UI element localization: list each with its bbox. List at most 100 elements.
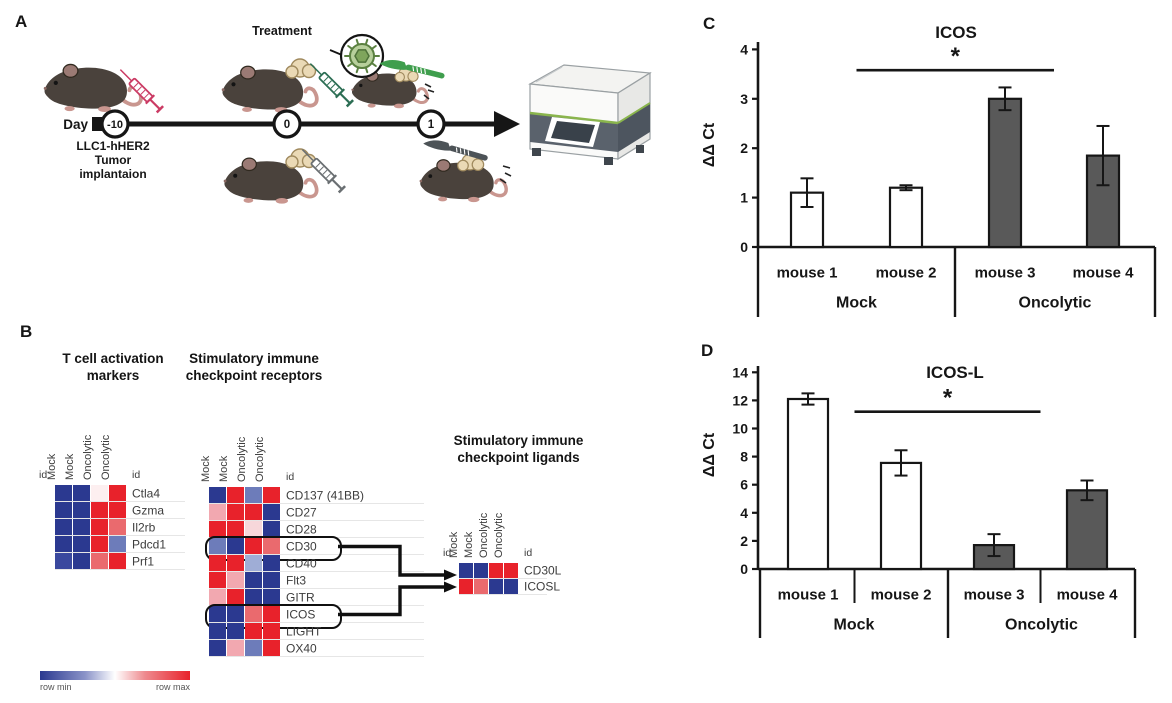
heatmap-cell: [109, 536, 126, 552]
heatmap-row-label-gzma: Gzma: [132, 503, 165, 518]
heatmap-id-label-left: id: [39, 469, 48, 481]
cut-marks-treated: [423, 83, 435, 100]
heatmap-row-label-gitr: GITR: [286, 590, 315, 605]
heatmap-cell: [55, 502, 72, 518]
heatmap-cell: [109, 485, 126, 501]
heatmap-cell: [263, 555, 280, 571]
heatmap-cell: [474, 563, 488, 578]
panel-a-label: A: [15, 12, 28, 31]
heatmap-cell: [209, 640, 226, 656]
heatmap-row-separator: [459, 578, 547, 579]
heatmap-color-scale-labels: row min row max: [40, 682, 190, 692]
heatmap-cell: [245, 589, 262, 605]
timeline-day-0: 0: [284, 119, 290, 131]
group-label-mock: Mock: [834, 617, 875, 634]
heatmap-cell: [91, 485, 108, 501]
heatmap-cell: [91, 519, 108, 535]
heatmap-column-label: Oncolytic: [253, 436, 266, 482]
heatmap-row-separator: [209, 503, 424, 504]
heatmap-row-label-cd40: CD40: [286, 556, 317, 571]
timeline-day-markers: -10 0 1: [100, 109, 446, 139]
heatmap-row-label-icosl: ICOSL: [524, 579, 561, 594]
bar-mouse-2: [888, 186, 924, 249]
heatmap-row-label-prf1: Prf1: [132, 554, 155, 569]
heatmap-cell: [245, 521, 262, 537]
heatmap-row-separator: [209, 588, 424, 589]
heatmap-cell: [504, 579, 518, 594]
x-category-label-mouse-2: mouse 2: [871, 587, 932, 604]
heatmap-column-label: Oncolytic: [493, 512, 505, 558]
x-category-label-mouse-3: mouse 3: [975, 265, 1036, 282]
bar-mouse-4: [1065, 489, 1109, 571]
heatmap-column-label: Mock: [45, 453, 58, 480]
heatmap-cell: [55, 519, 72, 535]
oncolytic-virus-icon: [329, 33, 385, 79]
heatmap-column-label: Mock: [217, 455, 230, 482]
heatmap-cell: [227, 521, 244, 537]
y-tick-label: 2: [740, 533, 748, 549]
y-tick-label: 14: [732, 364, 748, 380]
tumor-day0-treated: [285, 58, 317, 79]
heatmap-cell: [55, 536, 72, 552]
heatmap-cell: [73, 485, 90, 501]
heatmap-cell: [489, 563, 503, 578]
heatmap-row-label-cd28: CD28: [286, 522, 317, 537]
heatmap-row-label-light: LIGHT: [286, 624, 322, 639]
x-category-label-mouse-2: mouse 2: [876, 265, 937, 282]
heatmap-column-label: Oncolytic: [81, 434, 94, 480]
heatmap-row-label-cd30l: CD30L: [524, 563, 562, 578]
heatmap-row-label-flt3: Flt3: [286, 573, 307, 588]
timeline-day-1: 1: [428, 119, 435, 131]
heatmap-cell: [91, 553, 108, 569]
bar-mouse-3: [987, 97, 1023, 249]
heatmap-cell: [109, 519, 126, 535]
heatmap-cell: [227, 538, 244, 554]
heatmap-cell: [263, 606, 280, 622]
heatmap-cell: [73, 519, 90, 535]
heatmap-cell: [474, 579, 488, 594]
panel-c-label: C: [703, 14, 716, 33]
y-tick-label: 1: [740, 190, 748, 206]
heatmap-id-label-left: id: [443, 547, 452, 559]
treatment-label: Treatment: [252, 24, 313, 38]
row-min-label: row min: [40, 682, 72, 692]
heatmap-cell: [263, 504, 280, 520]
heatmap-cell: [227, 640, 244, 656]
heatmap-row-separator: [209, 605, 424, 606]
timeline-arrowhead-icon: [494, 111, 520, 137]
cut-marks-mock: [499, 165, 512, 184]
y-tick-label: 6: [740, 477, 748, 493]
heatmap-cell: [109, 553, 126, 569]
heatmap-id-label-right: id: [132, 469, 141, 481]
chart-title-icosl: ICOS-L: [926, 363, 984, 382]
heatmap-title-line: checkpoint ligands: [457, 450, 580, 465]
panel-b-label: B: [20, 322, 33, 341]
heatmap-cell: [55, 485, 72, 501]
heatmap-cell: [209, 555, 226, 571]
heatmap-row-label-cd137-41bb-: CD137 (41BB): [286, 488, 365, 503]
qpcr-machine-illustration: [528, 64, 652, 165]
heatmap-cell: [209, 589, 226, 605]
day-axis-label: Day: [63, 117, 88, 132]
heatmap-cell: [263, 538, 280, 554]
heatmap-cell: [227, 555, 244, 571]
heatmap-cell: [227, 623, 244, 639]
x-category-label-mouse-1: mouse 1: [778, 587, 839, 604]
heatmap-cell: [209, 572, 226, 588]
heatmap-row-separator: [55, 501, 185, 502]
heatmap-title-line: T cell activation: [62, 351, 164, 366]
heatmap-cell: [263, 521, 280, 537]
heatmap-cell: [263, 487, 280, 503]
heatmap-row-separator: [209, 639, 424, 640]
y-tick-label: 4: [740, 505, 748, 521]
chart-title-icos: ICOS: [935, 23, 977, 42]
heatmap-row-separator: [209, 656, 424, 657]
heatmap-cell: [263, 589, 280, 605]
y-tick-label: 8: [740, 449, 748, 465]
heatmap-cell: [73, 502, 90, 518]
y-axis-label: ΔΔ Ct: [701, 432, 718, 477]
